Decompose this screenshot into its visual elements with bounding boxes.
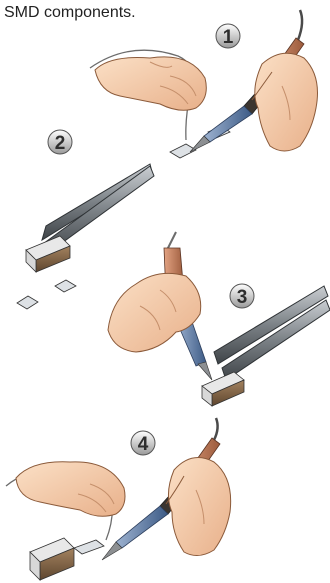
step-1-scene: 1 [90,10,318,158]
step-2-number: 2 [55,133,66,154]
step-4-number: 4 [138,434,149,455]
step-4-scene: 4 [6,418,231,580]
hand-left [95,57,206,110]
smd-component [30,538,104,580]
pcb-pad [17,296,38,309]
step-3-number: 3 [237,287,248,308]
step-2-badge: 2 [48,130,72,154]
hand-right [166,458,231,556]
step-3-badge: 3 [230,284,254,308]
smd-component [202,372,244,406]
pcb-pad [55,280,76,292]
step-4-badge: 4 [131,431,155,455]
step-3-scene: 3 [108,232,330,406]
step-1-number: 1 [223,27,234,48]
step-2-scene: 2 [17,130,154,309]
hand-left [16,462,125,516]
hand-right [252,53,318,151]
smd-component [26,236,70,272]
step-1-badge: 1 [216,24,240,48]
